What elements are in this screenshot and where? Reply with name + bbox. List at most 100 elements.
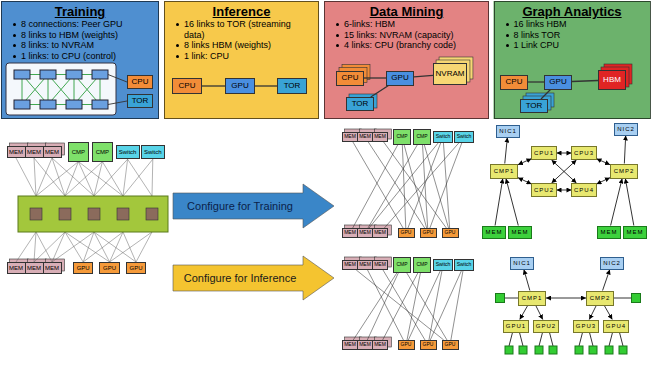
box-label: NIC2 xyxy=(603,260,621,266)
tor-box: TOR xyxy=(520,99,548,113)
bullet-item: 8 links HBM (weights) xyxy=(170,40,313,51)
box-label: MEM xyxy=(344,134,356,139)
connector xyxy=(518,178,531,184)
box-label: MEM xyxy=(374,262,386,267)
switch-box: Switch xyxy=(433,131,453,143)
gpu-box: GPU xyxy=(442,340,459,350)
box-label: TOR xyxy=(132,97,149,105)
mem-box: MEM xyxy=(623,226,647,239)
connector xyxy=(383,270,425,340)
box-label: CMP xyxy=(416,134,427,139)
mem-cell: MEM xyxy=(43,146,62,158)
connector xyxy=(384,143,458,228)
panel-ground xyxy=(494,1,651,119)
bullet-item: 16 links HBM xyxy=(500,19,645,30)
box-label: CPU xyxy=(506,78,523,86)
tor-box: TOR xyxy=(277,78,307,94)
bullet-dot xyxy=(176,23,179,26)
connector xyxy=(524,270,530,291)
connector xyxy=(364,77,386,78)
box-label: Switch xyxy=(457,134,472,139)
connector xyxy=(369,143,438,228)
gpu-box: GPU xyxy=(398,340,415,350)
bullet-dot xyxy=(336,44,339,47)
cpu-box: CPU xyxy=(172,78,202,94)
connector xyxy=(356,270,444,340)
box-label: GPU xyxy=(231,82,248,90)
box-label: CMP2 xyxy=(590,295,611,301)
gpu-box: GPU3 xyxy=(573,320,598,333)
switch-box: Switch xyxy=(433,259,453,271)
box-label: NIC2 xyxy=(617,126,635,132)
training-panel: Training8 connections: Peer GPU8 links t… xyxy=(1,1,159,119)
connector xyxy=(202,85,225,86)
connector xyxy=(443,143,449,228)
bullet-dot xyxy=(176,44,179,47)
gpu-box: GPU1 xyxy=(503,320,528,333)
box-label: TOR xyxy=(352,100,369,108)
box-label: MEM xyxy=(601,229,618,235)
panel-ground xyxy=(1,1,159,119)
box-label: GPU xyxy=(423,230,434,235)
connector xyxy=(408,143,441,228)
connector xyxy=(407,273,420,340)
bullet-text: 8 links TOR xyxy=(514,30,561,41)
box-label: CMP xyxy=(96,149,109,155)
box-label: MEM xyxy=(344,262,356,267)
cmp-box: CMP1 xyxy=(490,164,518,179)
mem-cell: MEM xyxy=(372,340,389,350)
cmp-box: CMP xyxy=(393,129,411,145)
box-label: GPU xyxy=(445,230,456,235)
box-label: CMP1 xyxy=(522,295,543,301)
box-label: MEM xyxy=(27,265,41,271)
box-label: GPU xyxy=(77,265,90,271)
gpu-mesh xyxy=(6,63,127,115)
mem-box: MEM xyxy=(508,226,532,239)
bullet-item: 6-links: HBM xyxy=(330,19,483,30)
connector xyxy=(408,271,440,340)
box-label: CMP xyxy=(416,262,427,267)
cmp-box: CMP1 xyxy=(518,291,546,306)
bullet-dot xyxy=(13,55,16,58)
connector xyxy=(624,136,625,164)
box-label: MEM xyxy=(512,229,529,235)
cmp-box: CMP xyxy=(413,257,431,273)
bullet-dot xyxy=(336,23,339,26)
connector xyxy=(255,85,277,86)
connector xyxy=(368,142,424,228)
mem-cell: MEM xyxy=(372,228,389,238)
box-label: NIC1 xyxy=(499,128,517,134)
connector xyxy=(603,270,610,291)
box-label: CMP1 xyxy=(494,168,515,174)
gpu-box: GPU xyxy=(398,228,415,238)
connector xyxy=(384,142,447,228)
stack-shadow xyxy=(375,257,392,267)
box-label: MEM xyxy=(9,265,23,271)
cpu-box: CPU1 xyxy=(531,146,556,160)
connector xyxy=(414,75,433,77)
bullet-text: 4 links: CPU (branchy code) xyxy=(344,40,456,51)
box-label: GPU1 xyxy=(506,323,526,329)
bullet-dot xyxy=(13,34,16,37)
panel-title: Graph Analytics xyxy=(500,4,645,19)
tor-box: TOR xyxy=(346,97,374,111)
box-label: CPU1 xyxy=(534,150,554,156)
box-label: CPU xyxy=(342,74,359,82)
connector xyxy=(495,179,503,226)
panel-title: Training xyxy=(7,4,153,19)
connector xyxy=(430,143,462,228)
connector xyxy=(430,271,461,340)
bullet-item: 16 links to TOR (streaming data) xyxy=(170,19,313,40)
bullet-text: 8 connections: Peer GPU xyxy=(21,19,123,30)
connector xyxy=(546,298,586,299)
cpu-box: CPU3 xyxy=(571,146,596,160)
bullet-item: 1 links: to CPU (control) xyxy=(7,51,153,62)
bullet-text: 1 links: to CPU (control) xyxy=(21,51,116,62)
box-label: CMP2 xyxy=(614,168,635,174)
box-label: Switch xyxy=(436,262,451,267)
nic-box: NIC1 xyxy=(510,257,534,270)
connector xyxy=(557,190,572,191)
cmp-box: CMP xyxy=(393,257,411,273)
box-label: MEM xyxy=(9,149,23,155)
connector xyxy=(368,145,417,228)
